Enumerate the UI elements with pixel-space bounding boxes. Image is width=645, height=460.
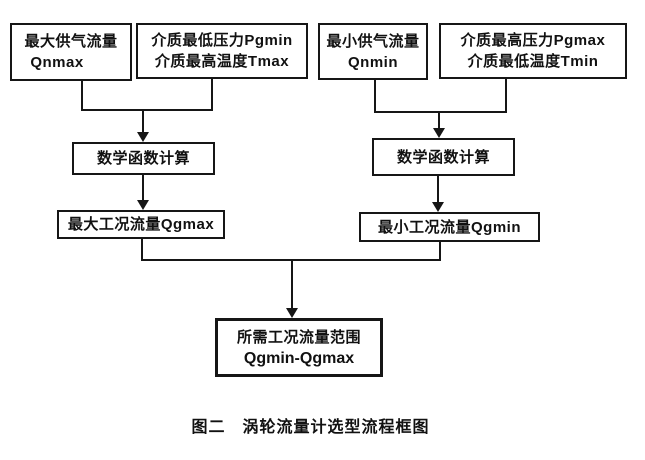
box-min-supply-flow-line1: 最小供气流量 [326,32,420,50]
box-min-pressure-max-temp: 介质最低压力Pgmin 介质最高温度Tmax [136,23,308,79]
box-required-flow-range: 所需工况流量范围 Qgmin-Qgmax [215,318,383,377]
box-min-supply-flow: 最小供气流量 Qnmin [318,23,428,80]
connector-pgmax-down-line [505,79,507,113]
arrow-down-icon [432,202,444,212]
arrow-down-icon [286,308,298,318]
box-max-pressure-line: 介质最高压力Pgmax [460,32,606,49]
box-max-pressure-min-temp: 介质最高压力Pgmax 介质最低温度Tmin [439,23,627,79]
box-math-function-right-label: 数学函数计算 [396,148,490,166]
connector-qnmax-down-line [81,81,83,111]
box-min-supply-flow-line2: Qnmin [348,53,398,71]
connector-left-merge-line [81,109,213,111]
arrow-down-icon [433,128,445,138]
arrow-down-icon [137,132,149,142]
box-max-supply-flow-line1: 最大供气流量 [24,33,118,50]
box-math-function-left: 数学函数计算 [72,142,215,175]
arrow-right-to-math-shaft [438,113,440,128]
box-min-temp-line: 介质最低温度Tmin [467,53,599,70]
box-math-function-left-label: 数学函数计算 [96,150,190,167]
connector-qgmax-down-line [141,239,143,261]
arrow-math-to-qgmin-shaft [437,176,439,202]
connector-pgmin-down-line [211,79,213,111]
box-max-working-flow-label: 最大工况流量Qgmax [67,216,215,233]
arrow-to-result-shaft [291,259,293,308]
arrow-down-icon [137,200,149,210]
box-max-temp-line: 介质最高温度Tmax [154,53,290,70]
arrow-left-to-math-shaft [142,111,144,132]
box-max-supply-flow-line2: Qnmax [30,54,84,71]
box-max-working-flow: 最大工况流量Qgmax [57,210,225,239]
box-required-flow-range-line2: Qgmin-Qgmax [243,349,355,367]
box-required-flow-range-line1: 所需工况流量范围 [236,328,361,346]
figure-caption: 图二 涡轮流量计选型流程框图 [191,419,430,436]
box-min-working-flow-label: 最小工况流量Qgmin [378,218,521,236]
box-min-working-flow: 最小工况流量Qgmin [359,212,540,242]
box-math-function-right: 数学函数计算 [372,138,515,176]
connector-qnmin-down-line [374,80,376,113]
connector-right-merge-line [374,111,507,113]
box-max-supply-flow: 最大供气流量 Qnmax [10,23,132,81]
connector-qgmin-down-line [439,242,441,261]
box-min-pressure-line: 介质最低压力Pgmin [151,32,293,49]
arrow-math-to-qgmax-shaft [142,175,144,200]
